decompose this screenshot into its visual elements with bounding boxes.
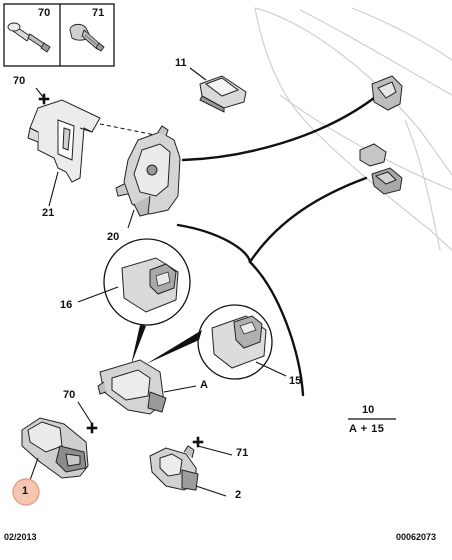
legend-label-70: 70 xyxy=(38,7,50,19)
pointer-15 xyxy=(146,330,202,364)
tailgate-lock-parts xyxy=(359,75,403,195)
bracket-21 xyxy=(27,99,101,183)
part-1-handle-assembly xyxy=(21,417,89,479)
tailgate-outline xyxy=(254,7,452,251)
alignment-dash xyxy=(99,123,161,137)
callout-2: 2 xyxy=(235,489,242,501)
callout-15: 15 xyxy=(289,375,302,387)
connector-curves xyxy=(176,93,380,397)
part-a-handle xyxy=(97,359,167,415)
equation-bottom: A + 15 xyxy=(349,423,385,435)
callout-20: 20 xyxy=(107,231,120,243)
callout-a: A xyxy=(200,379,208,391)
part-2-switch xyxy=(149,445,199,491)
footer-date: 02/2013 xyxy=(4,532,37,542)
fastener-legend: 70 71 xyxy=(3,3,115,67)
detail-circle-15 xyxy=(197,304,273,380)
equation-top: 10 xyxy=(362,404,375,416)
callout-16: 16 xyxy=(60,299,73,311)
callout-1: 1 xyxy=(22,485,29,497)
footer-ref: 00062073 xyxy=(396,532,437,542)
highlight-ring xyxy=(12,478,40,506)
detail-circle-16 xyxy=(103,238,191,326)
switch-11 xyxy=(199,75,247,113)
screw-icon xyxy=(7,22,51,53)
callout-21: 21 xyxy=(42,207,55,219)
callout-11: 11 xyxy=(175,57,187,69)
pointer-16 xyxy=(131,325,146,365)
leader-lines xyxy=(28,67,287,497)
lock-mechanism-20 xyxy=(115,125,181,217)
callout-70-bottom: 70 xyxy=(63,389,76,401)
bolt-icon xyxy=(69,23,105,52)
legend-label-71: 71 xyxy=(92,7,104,19)
fastener-markers xyxy=(38,93,204,448)
callout-71-bottom: 71 xyxy=(236,447,249,459)
callout-70-top: 70 xyxy=(13,75,26,87)
